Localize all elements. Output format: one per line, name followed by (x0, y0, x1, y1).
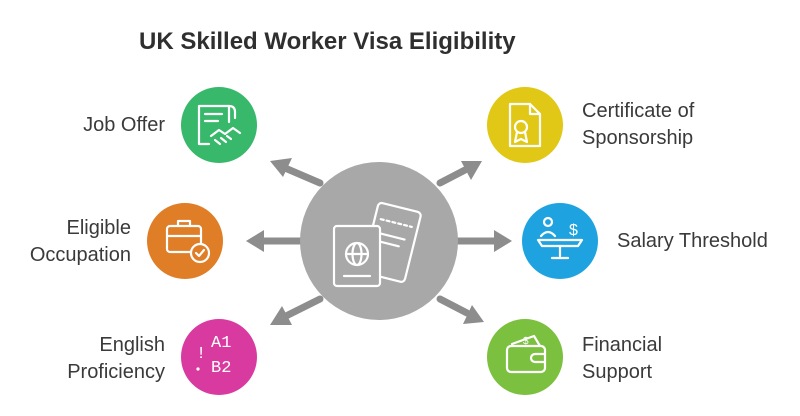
arrow-up-left (270, 158, 324, 187)
label-line: Sponsorship (582, 127, 694, 149)
label-line: Proficiency (67, 361, 165, 383)
page-title: UK Skilled Worker Visa Eligibility (139, 28, 516, 55)
label-line: Certificate of (582, 100, 695, 122)
arrow-up-right (436, 161, 482, 187)
label-certificate: Certificate of Sponsorship (582, 98, 694, 152)
job-offer-node (181, 87, 257, 163)
wallet-icon: $ (505, 334, 547, 374)
label-line: Support (582, 361, 653, 383)
label-english-proficiency: English Proficiency (67, 332, 165, 386)
label-financial-support: Financial Support (582, 332, 662, 386)
language-levels-icon: ! A1 B2 (196, 334, 231, 378)
passport-ticket-icon (332, 201, 422, 288)
arrow-down-right (436, 295, 484, 324)
salary-scale-icon: $ (536, 216, 584, 260)
label-line: Occupation (29, 244, 131, 266)
arrows (246, 158, 512, 325)
document-handshake-icon (197, 104, 242, 146)
eligible-occupation-node (147, 203, 223, 279)
label-line: Job Offer (83, 114, 165, 136)
label-line: Financial (582, 334, 663, 356)
svg-text:!: ! (196, 345, 206, 364)
svg-text:B2: B2 (211, 359, 231, 378)
arrow-down-left (270, 295, 324, 325)
svg-text:A1: A1 (211, 334, 231, 353)
certificate-icon (508, 102, 542, 148)
arrow-right (446, 230, 512, 252)
briefcase-gear-icon (165, 219, 211, 264)
label-job-offer: Job Offer (83, 112, 165, 139)
label-eligible-occupation: Eligible Occupation (30, 215, 131, 269)
label-line: English (99, 334, 165, 356)
certificate-node (487, 87, 563, 163)
label-line: Eligible (66, 217, 131, 239)
label-line: Salary Threshold (617, 230, 768, 252)
label-salary-threshold: Salary Threshold (617, 228, 768, 255)
svg-text:$: $ (523, 336, 529, 347)
svg-text:$: $ (569, 222, 578, 239)
english-proficiency-node (181, 319, 257, 395)
